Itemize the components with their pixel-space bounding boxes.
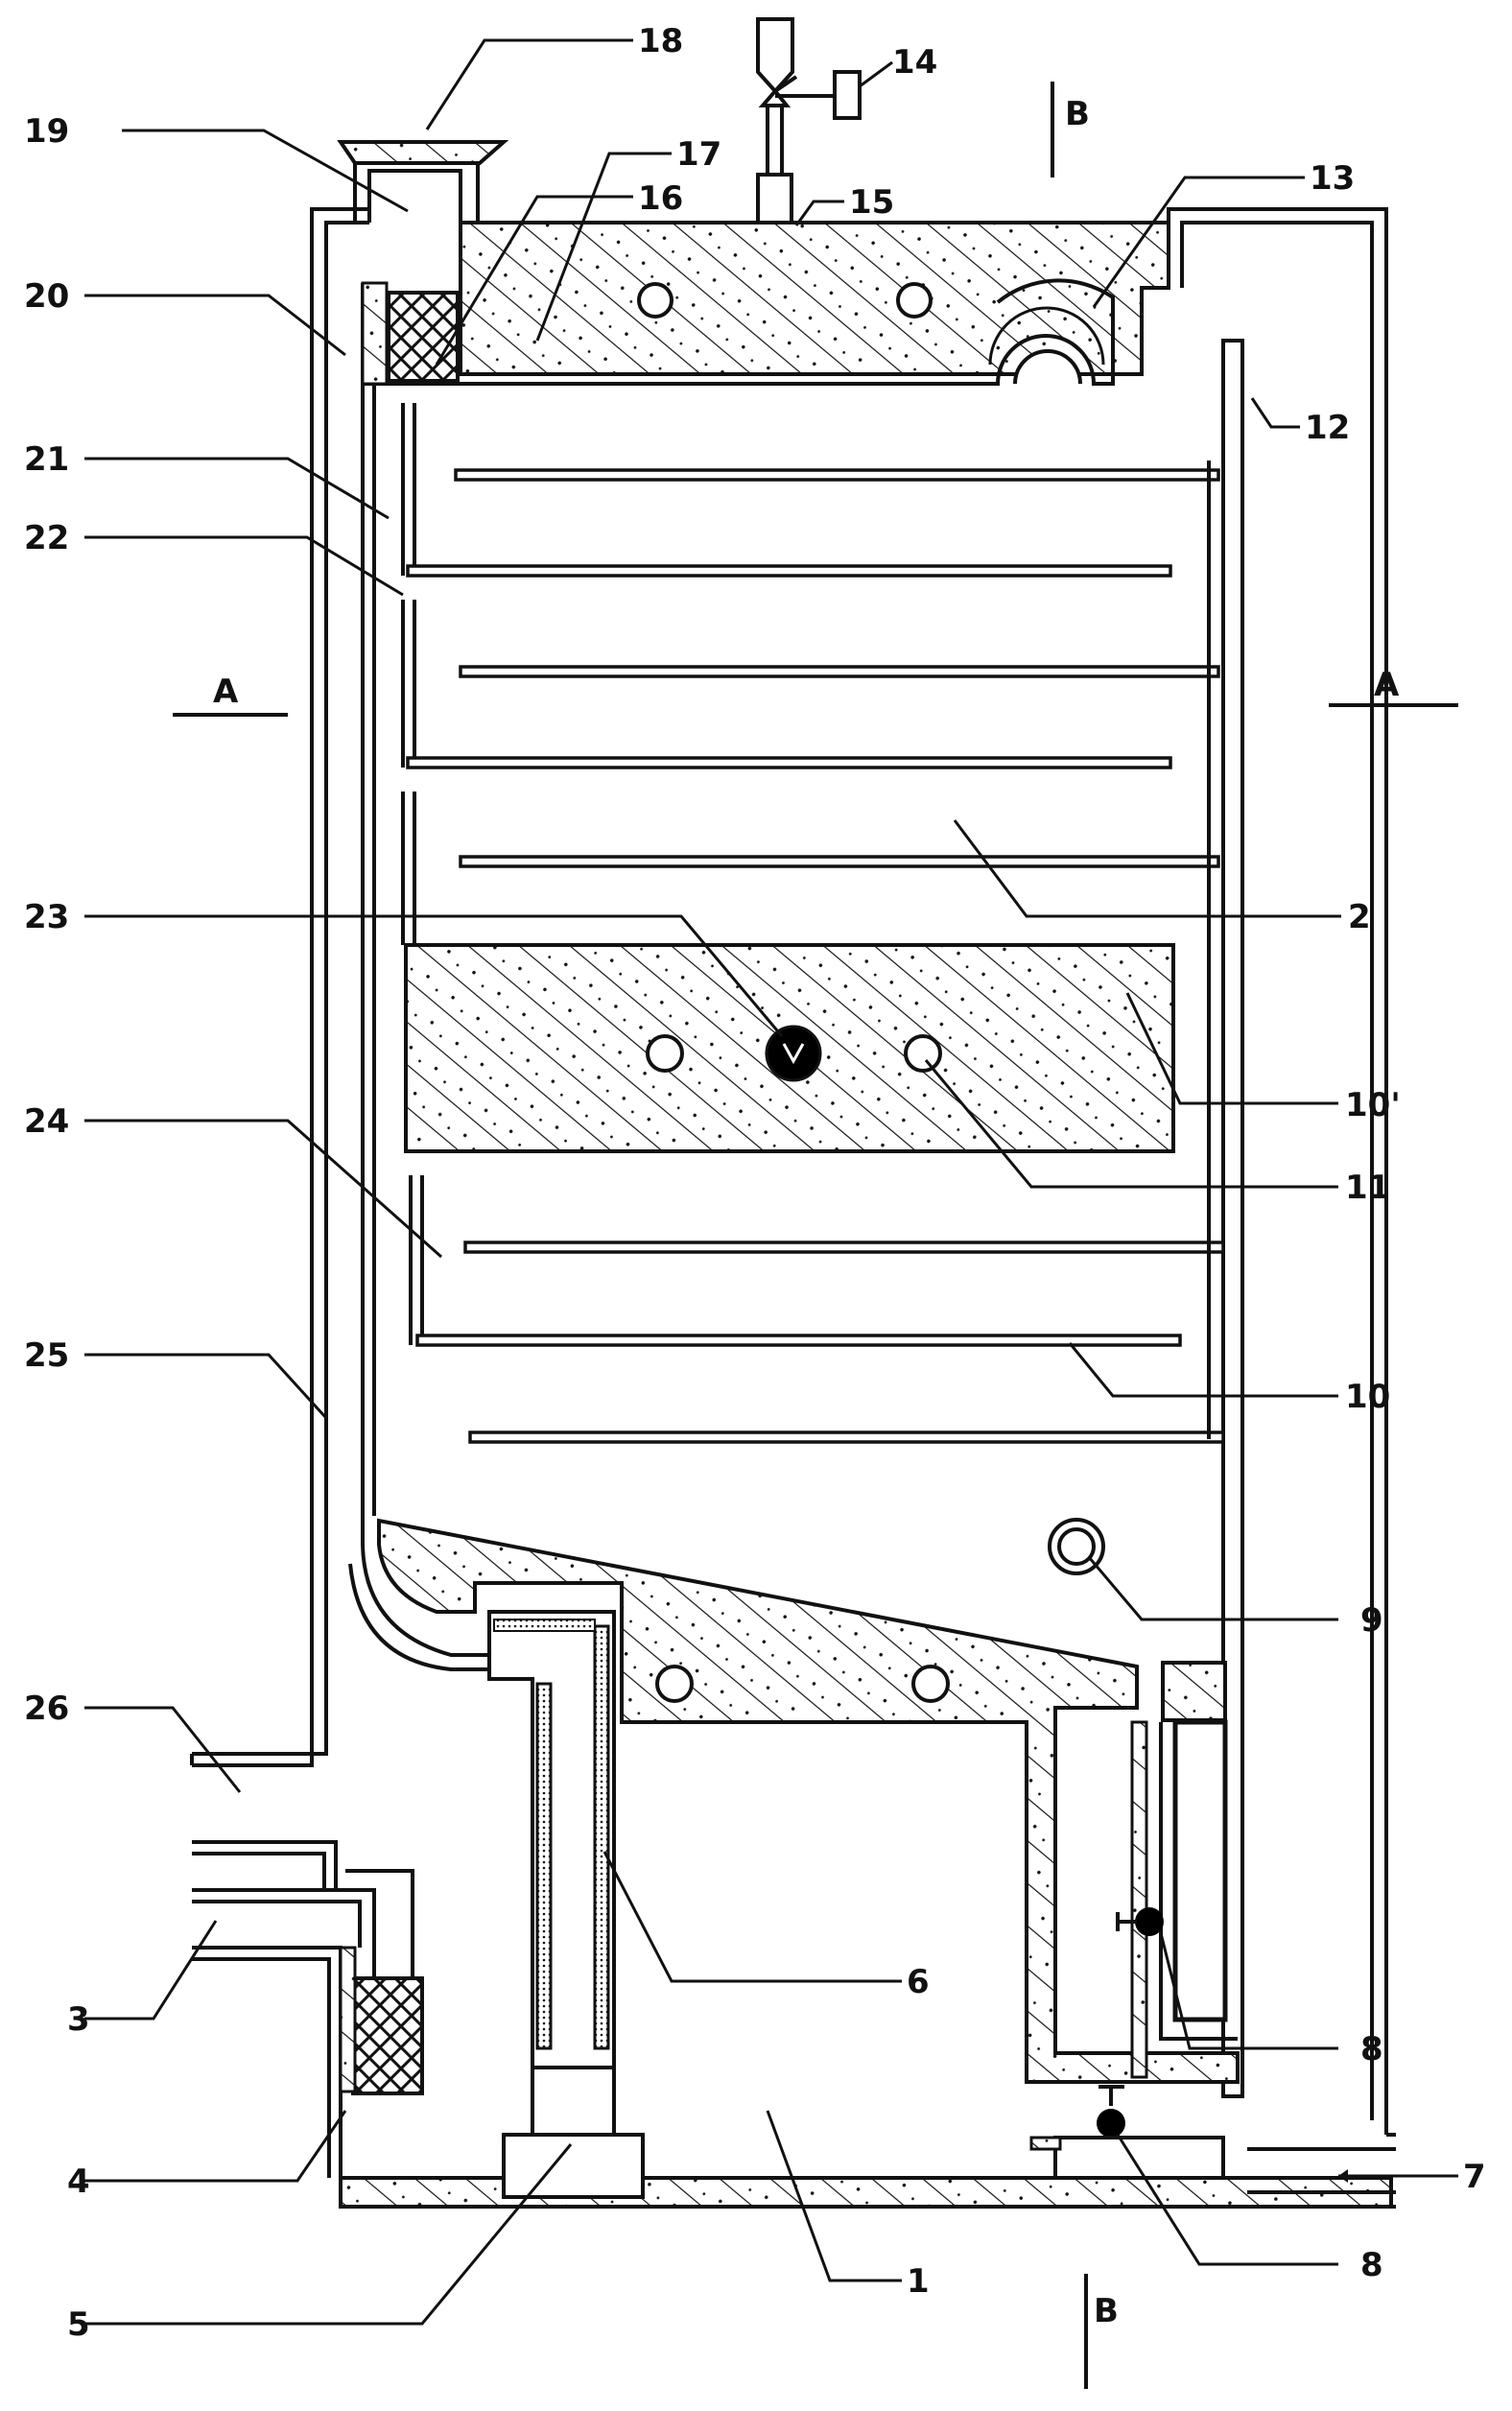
- label-8-lower: 8: [1360, 2246, 1383, 2284]
- label-20: 20: [24, 277, 69, 316]
- lower-insulation-block: [377, 1518, 1240, 2084]
- inlet-pipes: [190, 1754, 414, 2178]
- label-4: 4: [67, 2163, 90, 2201]
- label-10: 10: [1345, 1378, 1390, 1416]
- leader-lines: [84, 38, 1458, 2326]
- outlet-pipe: [1372, 2133, 1396, 2151]
- section-b-top: B: [1065, 95, 1090, 133]
- valve-14: [833, 70, 862, 120]
- label-26: 26: [24, 1690, 69, 1728]
- top-hole-right: [896, 282, 933, 319]
- valve-8-upper: [1135, 1907, 1164, 1936]
- label-25: 25: [24, 1336, 69, 1375]
- label-1: 1: [907, 2262, 930, 2301]
- left-outer-wall-inner: [192, 221, 369, 1756]
- middle-hole-left: [646, 1034, 684, 1073]
- label-15: 15: [849, 183, 894, 222]
- top-hole-left: [637, 282, 673, 319]
- left-outer-wall: [192, 207, 369, 1767]
- filter-4: [351, 1976, 424, 2095]
- label-13: 13: [1310, 159, 1355, 198]
- section-b-bottom: B: [1094, 2292, 1119, 2330]
- label-9: 9: [1360, 1601, 1383, 1640]
- labels: 19 18 14 17 16 15 13 20 12 21 22 23 2 10…: [24, 22, 1486, 2344]
- section-a-right: A: [1374, 666, 1400, 704]
- valve-8-lower: [1097, 2109, 1125, 2138]
- label-23: 23: [24, 898, 69, 936]
- baffles: [406, 468, 1225, 1444]
- outer-wall-inner: [1180, 221, 1374, 2120]
- section-marks: [173, 82, 1458, 2389]
- label-3: 3: [67, 2000, 90, 2039]
- label-12: 12: [1305, 409, 1350, 447]
- filter-element: [387, 291, 460, 383]
- vent-cap: [337, 140, 509, 165]
- base-block-8: [1053, 2136, 1225, 2180]
- label-14: 14: [892, 43, 937, 82]
- label-21: 21: [24, 440, 69, 479]
- label-24: 24: [24, 1102, 69, 1141]
- label-22: 22: [24, 519, 69, 557]
- label-16: 16: [638, 179, 683, 218]
- base-plate: [339, 2176, 1393, 2209]
- right-partition: [1221, 339, 1244, 2098]
- section-a-left: A: [213, 673, 239, 711]
- label-6: 6: [907, 1963, 930, 2001]
- heater-base: [502, 2133, 645, 2199]
- label-19: 19: [24, 112, 69, 151]
- label-2: 2: [1348, 898, 1371, 936]
- sensor-23: [765, 1025, 822, 1082]
- label-10-prime: 10': [1345, 1086, 1401, 1124]
- label-5: 5: [67, 2305, 90, 2344]
- label-7: 7: [1463, 2158, 1486, 2196]
- label-17: 17: [676, 135, 721, 174]
- vent-stub: [367, 169, 462, 223]
- label-11: 11: [1345, 1169, 1390, 1207]
- top-pipe: [756, 17, 862, 225]
- label-18: 18: [638, 22, 683, 60]
- right-panel: [1172, 1719, 1228, 2022]
- middle-hole-right: [904, 1034, 942, 1073]
- label-8-upper: 8: [1360, 2030, 1383, 2068]
